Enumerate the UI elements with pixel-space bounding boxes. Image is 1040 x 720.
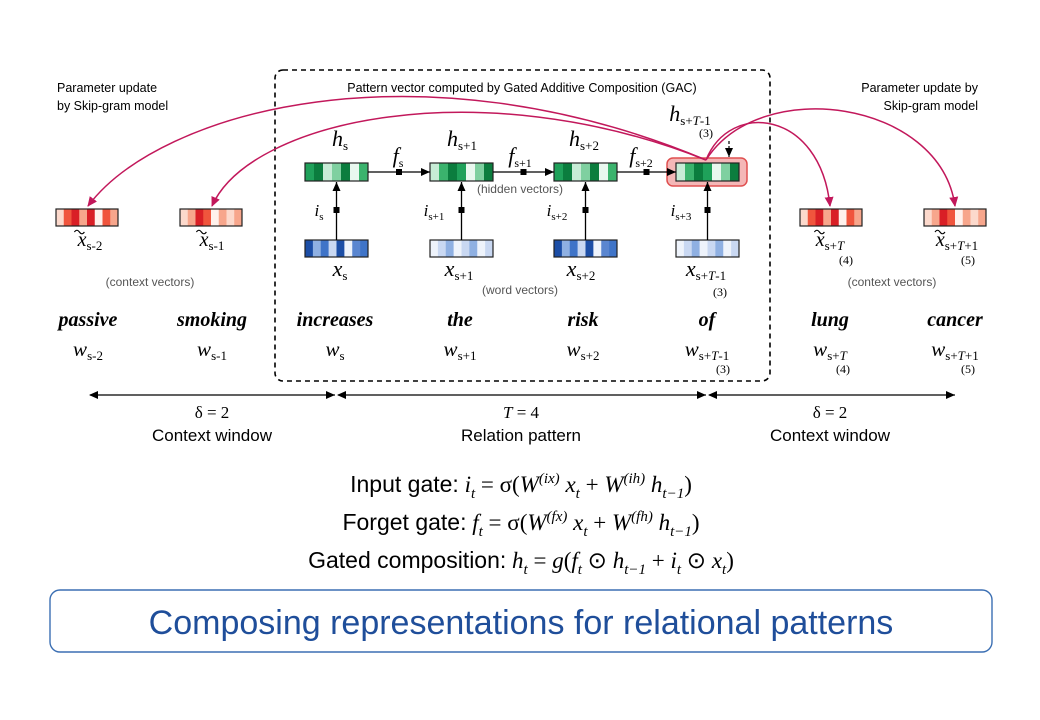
forget-label-0: fs bbox=[393, 143, 404, 170]
svg-text:xs+T: xs+T bbox=[815, 229, 845, 253]
gac-dashed-box bbox=[274, 69, 771, 382]
window-label-2: Context window bbox=[770, 426, 891, 445]
input-label-1: is+1 bbox=[424, 201, 445, 223]
input-gate-node-3 bbox=[704, 207, 711, 213]
skipgram-arrow-1 bbox=[211, 111, 707, 207]
w-label-4: ws+2 bbox=[567, 337, 600, 363]
input-label-3: is+3 bbox=[671, 201, 692, 223]
skipgram-arrow-0 bbox=[87, 95, 707, 207]
hidden-vector-1 bbox=[429, 162, 494, 182]
left-update-line2: by Skip-gram model bbox=[57, 99, 168, 113]
equation-2: Gated composition: ht​ = g(ft​ ⊙ ht−1​ +… bbox=[308, 547, 734, 578]
input-label-0: is bbox=[314, 201, 323, 223]
window-measure-0: δ = 2 bbox=[195, 403, 230, 422]
svg-text:xs-1: xs-1 bbox=[199, 229, 225, 253]
hidden-label-0: hs bbox=[332, 126, 348, 153]
context-label-1: xs-1 bbox=[195, 229, 225, 253]
context-label-0: xs-2 bbox=[73, 229, 103, 253]
hidden-step-3: (3) bbox=[699, 126, 713, 140]
window-label-0: Context window bbox=[152, 426, 273, 445]
svg-text:xs+T+1: xs+T+1 bbox=[935, 229, 978, 253]
right-update-line1: Parameter update by bbox=[861, 81, 978, 95]
word-5: of bbox=[699, 309, 718, 331]
w-step-6: (4) bbox=[836, 362, 850, 376]
context-label-3: xs+T+1 bbox=[934, 229, 978, 253]
word-vector-label-1: xs+1 bbox=[444, 256, 474, 283]
word-1: smoking bbox=[176, 309, 247, 331]
context-vectors-label-right: (context vectors) bbox=[848, 275, 937, 289]
word-4: risk bbox=[567, 309, 598, 331]
hidden-vector-0 bbox=[304, 162, 369, 182]
word-6: lung bbox=[811, 309, 849, 331]
equation-0: Input gate: it​ = σ(W(ix)​ xt​ + W(ih)​ … bbox=[350, 471, 692, 502]
context-step-2: (4) bbox=[839, 253, 853, 267]
word-2: increases bbox=[297, 309, 374, 331]
caption-text: Composing representations for relational… bbox=[149, 604, 894, 642]
forget-gate-node-1 bbox=[520, 169, 527, 175]
context-vectors-label-left: (context vectors) bbox=[106, 275, 195, 289]
forget-label-2: fs+2 bbox=[629, 143, 653, 170]
forget-gate-node-0 bbox=[396, 169, 402, 175]
tilde-mark bbox=[934, 229, 946, 235]
caption-box bbox=[49, 589, 993, 653]
word-vector-0 bbox=[304, 239, 369, 258]
w-label-1: ws-1 bbox=[197, 337, 227, 363]
input-gate-node-0 bbox=[333, 207, 340, 213]
skipgram-arrow-2 bbox=[705, 122, 834, 207]
word-vector-step-3: (3) bbox=[713, 285, 727, 299]
tilde-mark bbox=[73, 229, 85, 235]
context-vector-0 bbox=[55, 208, 119, 227]
svg-text:xs-2: xs-2 bbox=[77, 229, 103, 253]
w-label-6: ws+T bbox=[813, 337, 847, 363]
word-7: cancer bbox=[927, 309, 983, 331]
context-vector-2 bbox=[799, 208, 863, 227]
w-step-5: (3) bbox=[716, 362, 730, 376]
hidden-vector-2 bbox=[553, 162, 618, 182]
input-gate-node-2 bbox=[582, 207, 589, 213]
forget-label-1: fs+1 bbox=[508, 143, 532, 170]
context-vector-1 bbox=[179, 208, 243, 227]
word-vector-3 bbox=[675, 239, 740, 258]
w-label-3: ws+1 bbox=[444, 337, 477, 363]
hidden-vectors-label: (hidden vectors) bbox=[477, 182, 563, 196]
word-vector-1 bbox=[429, 239, 494, 258]
word-vector-label-0: xs bbox=[332, 256, 348, 283]
w-label-0: ws-2 bbox=[73, 337, 103, 363]
input-gate-node-1 bbox=[458, 207, 465, 213]
w-step-7: (5) bbox=[961, 362, 975, 376]
equation-1: Forget gate: ft​ = σ(W(fx)​ xt​ + W(fh)​… bbox=[342, 509, 699, 540]
forget-gate-node-2 bbox=[643, 169, 650, 175]
word-0: passive bbox=[57, 309, 118, 331]
left-update-line1: Parameter update bbox=[57, 81, 157, 95]
hidden-label-3: hs+T-1 bbox=[669, 101, 710, 128]
word-3: the bbox=[447, 309, 473, 331]
hidden-label-2: hs+2 bbox=[569, 126, 599, 153]
input-label-2: is+2 bbox=[547, 201, 568, 223]
tilde-mark bbox=[195, 229, 207, 235]
hidden-label-1: hs+1 bbox=[447, 126, 477, 153]
window-measure-2: δ = 2 bbox=[813, 403, 848, 422]
word-vector-label-3: xs+T-1 bbox=[685, 256, 726, 283]
tilde-mark bbox=[813, 229, 825, 235]
context-step-3: (5) bbox=[961, 253, 975, 267]
hidden-vector-3 bbox=[675, 162, 740, 182]
w-label-2: ws bbox=[325, 337, 344, 363]
context-label-2: xs+T bbox=[813, 229, 845, 253]
word-vectors-label: (word vectors) bbox=[482, 283, 558, 297]
window-measure-1: T = 4 bbox=[503, 403, 540, 422]
gac-title: Pattern vector computed by Gated Additiv… bbox=[347, 81, 696, 95]
word-vector-label-2: xs+2 bbox=[566, 256, 596, 283]
context-vector-3 bbox=[923, 208, 987, 227]
w-label-7: ws+T+1 bbox=[931, 337, 978, 363]
right-update-line2: Skip-gram model bbox=[884, 99, 978, 113]
skipgram-arrow-3 bbox=[705, 108, 959, 207]
window-label-1: Relation pattern bbox=[461, 426, 581, 445]
word-vector-2 bbox=[553, 239, 618, 258]
w-label-5: ws+T-1 bbox=[685, 337, 729, 363]
